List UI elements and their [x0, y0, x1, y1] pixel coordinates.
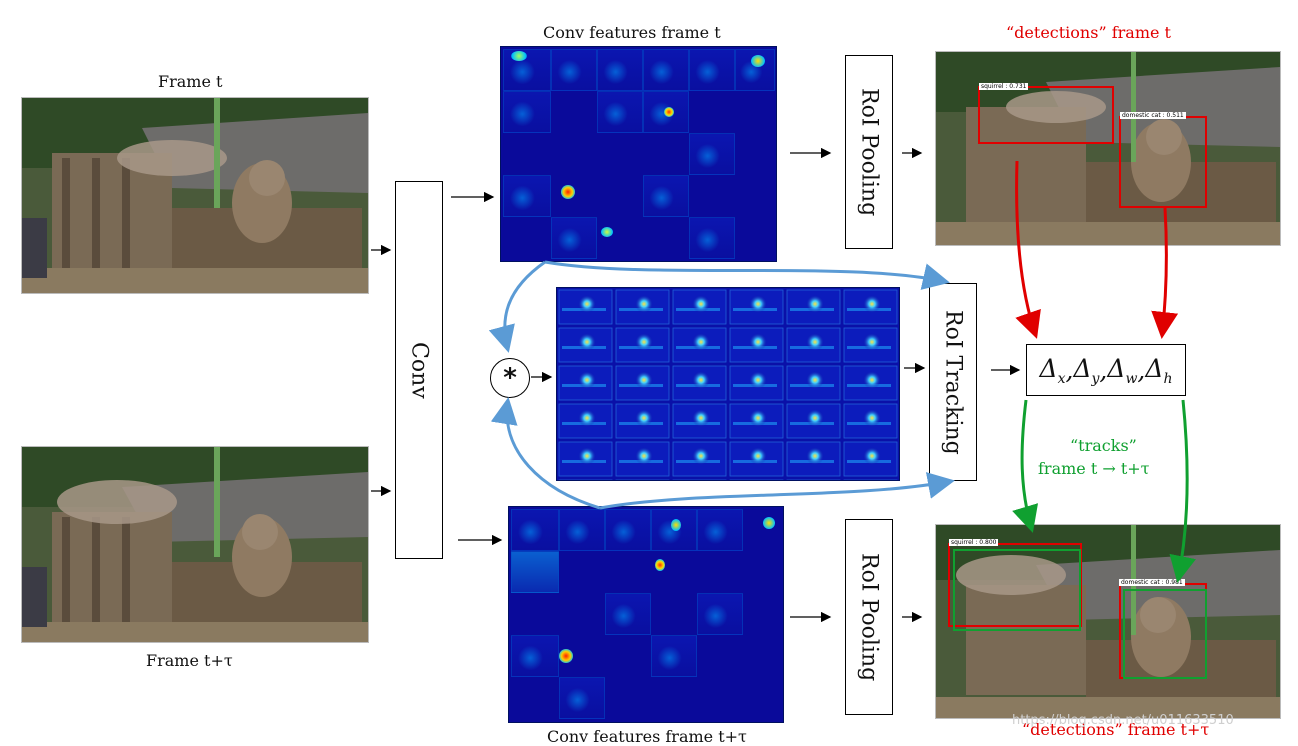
detection-tag-cat-t: domestic cat : 0.511	[1120, 112, 1186, 119]
detections-t-image: squirrel : 0.731 domestic cat : 0.511	[935, 51, 1281, 246]
detection-tag-squirrel-t: squirrel : 0.731	[979, 83, 1029, 90]
track-box-squirrel	[953, 549, 1081, 631]
conv-label: Conv	[406, 341, 432, 399]
detection-box-cat-t	[1119, 116, 1207, 208]
roi-tracking-label: RoI Tracking	[940, 309, 966, 455]
roi-pooling-top-label: RoI Pooling	[856, 87, 882, 217]
correlation-map	[556, 287, 900, 481]
conv-features-t-tau-map	[508, 506, 784, 723]
conv-box: Conv	[395, 181, 443, 559]
conv-features-t-map	[500, 46, 777, 262]
arrow-delta-to-track-squirrel	[1012, 399, 1039, 533]
detection-tag-cat-t-tau: domestic cat : 0.981	[1119, 579, 1185, 586]
delta-y: Δy	[1073, 353, 1100, 387]
frame-t-tau-image	[21, 446, 369, 643]
roi-pooling-bottom-box: RoI Pooling	[845, 519, 893, 715]
track-box-cat	[1123, 589, 1207, 679]
detections-t-tau-image: squirrel : 0.800 domestic cat : 0.981	[935, 524, 1281, 719]
correlation-operator: *	[490, 358, 530, 398]
arrow-features-t-to-roi-tracking	[544, 260, 950, 290]
arrow-features-t-to-correlation	[488, 260, 546, 353]
detection-box-squirrel-t	[978, 86, 1114, 144]
roi-tracking-box: RoI Tracking	[929, 283, 977, 481]
watermark: https://blog.csdn.net/u011633510	[1012, 713, 1234, 728]
detection-tag-squirrel-t-tau: squirrel : 0.800	[949, 539, 999, 546]
detection-box-squirrel-t-tau	[948, 543, 1082, 627]
roi-pooling-bottom-label: RoI Pooling	[856, 552, 882, 682]
tracks-label-line2: frame t → t+τ	[1038, 459, 1150, 478]
frame-t-tau-label: Frame t+τ	[146, 651, 233, 670]
frame-t-image	[21, 97, 369, 294]
detections-t-label: “detections” frame t	[1006, 23, 1171, 42]
correlation-symbol: *	[503, 363, 517, 393]
conv-features-t-tau-label: Conv features frame t+τ	[547, 727, 747, 746]
frame-t-label: Frame t	[158, 72, 223, 91]
arrow-features-t-tau-to-roi-tracking	[599, 472, 955, 510]
conv-features-t-label: Conv features frame t	[543, 23, 721, 42]
tracks-label-line1: “tracks”	[1070, 436, 1137, 455]
roi-pooling-top-box: RoI Pooling	[845, 55, 893, 249]
delta-x: Δx	[1039, 353, 1066, 387]
delta-h: Δh	[1145, 353, 1173, 387]
delta-w: Δw	[1107, 353, 1138, 387]
delta-box: Δx, Δy, Δw, Δh	[1026, 344, 1186, 396]
detections-t-tau-label: “detections” frame t+τ	[1022, 720, 1210, 739]
